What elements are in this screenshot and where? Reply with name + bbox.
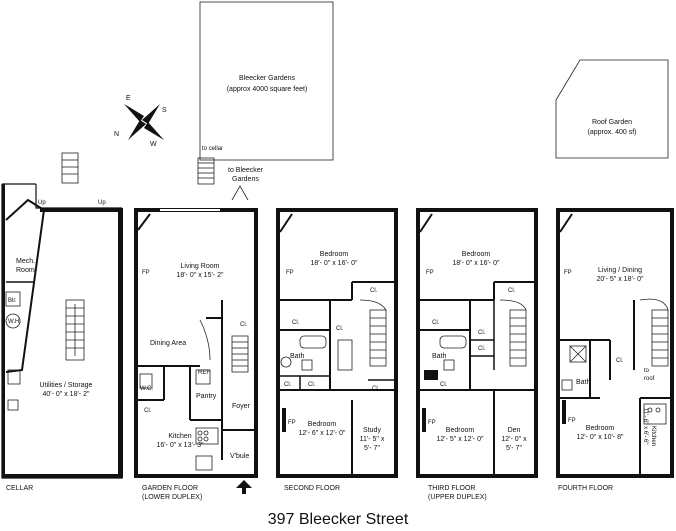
fourth-bedroom-dim: 12'- 0" x 10'- 8" [577,434,624,441]
to-gardens-label-1: to Bleecker [228,167,264,174]
boiler-label: Blr. [8,298,17,304]
roof-garden-area: (approx. 400 sf) [587,129,636,136]
fourth-living-label: Living / Dining [598,267,642,274]
garden-closet-2: Cl. [144,408,152,414]
third-closet-d: Cl. [478,346,486,352]
second-floor-plan: FP Bedroom 18'- 0" x 16'- 0" Cl. Cl. Cl.… [276,208,398,492]
third-closet-a: Cl. [508,288,516,294]
third-floor-label-2: (UPPER DUPLEX) [428,494,487,501]
third-bedroom-1-dim: 18'- 0" x 16'- 0" [453,260,500,267]
den-dim-1: 12'- 0" x [501,436,527,443]
second-bedroom-2-label: Bedroom [308,421,337,428]
mech-room-label-1: Mech. [16,258,35,265]
second-closet-c: Cl. [336,326,344,332]
compass-s: S [162,107,167,114]
roof-garden: Roof Garden (approx. 400 sf) [555,59,669,159]
cellar-floor-label: CELLAR [6,485,33,492]
second-fp-2: FP [288,420,296,426]
second-bedroom-1-dim: 18'- 0" x 16'- 0" [311,260,358,267]
foyer-label: Foyer [232,403,251,410]
fourth-floor-plan: FP Living / Dining 20'- 5" x 18'- 0" Cl.… [556,208,674,492]
fourth-living-dim: 20'- 5" x 18'- 0" [597,276,644,283]
fourth-closet: Cl. [616,358,624,364]
garden-floor-label-1: GARDEN FLOOR [142,485,198,492]
fourth-fp-2: FP [568,418,576,424]
bleecker-gardens: Bleecker Gardens (approx 4000 square fee… [197,1,334,185]
water-heater-label: W.H. [8,319,21,325]
second-bedroom-1-label: Bedroom [320,251,349,258]
den-label: Den [508,427,521,434]
to-cellar-label: to cellar [202,146,223,152]
utilities-label: Utilities / Storage [40,382,93,389]
wc-label: W.C. [140,386,153,392]
living-room-label: Living Room [181,263,220,270]
third-closet-e: Cl. [440,382,448,388]
second-bedroom-2-dim: 12'- 6" x 12'- 0" [299,430,346,437]
gardens-name: Bleecker Gardens [239,75,296,82]
compass-e: E [126,95,131,102]
second-bath-label: Bath [290,353,305,360]
third-bedroom-2-label: Bedroom [446,427,475,434]
cellar-plan: Up Up Mech. Room Blr. W.H. Utilities / S… [1,152,123,492]
third-closet-c: Cl. [478,330,486,336]
living-room-dim: 18'- 0" x 15'- 2" [177,272,224,279]
study-dim-2: 5'- 7" [364,445,380,452]
third-floor-plan: FP Bedroom 18'- 0" x 16'- 0" Cl. Cl. Cl.… [416,208,538,501]
fourth-kitchen-label: Kitchen [650,426,656,446]
ref-label: REF [198,370,210,376]
to-roof-2: roof [644,376,655,382]
garden-fp-label: FP [142,270,150,276]
compass-rose: E S N W [114,95,167,148]
second-closet-b: Cl. [292,320,300,326]
fourth-bedroom-label: Bedroom [586,425,615,432]
compass-n: N [114,131,119,138]
kitchen-label: Kitchen [168,433,191,440]
to-roof-1: to [644,368,650,374]
fourth-kitchen-dim: 11'- 6" x 6'- 6" [642,408,648,444]
second-floor-label: SECOND FLOOR [284,485,340,492]
second-closet-e: Cl. [308,382,316,388]
third-closet-b: Cl. [432,320,440,326]
pantry-label: Pantry [196,393,217,400]
garden-floor-label-2: (LOWER DUPLEX) [142,494,202,501]
third-bath-label: Bath [432,353,447,360]
second-closet-d: Cl. [284,382,292,388]
second-fp-1: FP [286,270,294,276]
compass-w: W [150,141,157,148]
fourth-fp-1: FP [564,270,572,276]
second-closet-a: Cl. [370,288,378,294]
second-closet-f: Cl. [372,386,380,392]
cellar-up-1: Up [38,200,46,206]
utilities-dim: 40'- 0" x 18'- 2" [43,391,90,398]
kitchen-dim: 16'- 0" x 13'- 3" [157,442,204,449]
page-title: 397 Bleecker Street [268,511,409,528]
garden-stairs [197,157,215,185]
third-fp-2: FP [428,420,436,426]
garden-floor-plan: FP Living Room 18'- 0" x 15'- 2" Dining … [134,185,258,501]
dining-area-label: Dining Area [150,340,186,347]
vestibule-label: V'bule [230,453,249,460]
study-dim-1: 11'- 5" x [360,436,385,443]
third-fp-1: FP [426,270,434,276]
mech-room-label-2: Room [16,267,35,274]
to-gardens-label-2: Gardens [232,176,259,183]
gardens-area: (approx 4000 square feet) [227,86,308,93]
third-bedroom-1-label: Bedroom [462,251,491,258]
roof-garden-name: Roof Garden [592,119,632,126]
fourth-bath-label: Bath [576,379,591,386]
garden-closet-1: Cl. [240,322,248,328]
den-dim-2: 5'- 7" [506,445,522,452]
fourth-floor-label: FOURTH FLOOR [558,485,613,492]
third-bedroom-2-dim: 12'- 5" x 12'- 0" [437,436,484,443]
study-label: Study [363,427,381,434]
third-floor-label-1: THIRD FLOOR [428,485,475,492]
cellar-up-2: Up [98,200,106,206]
